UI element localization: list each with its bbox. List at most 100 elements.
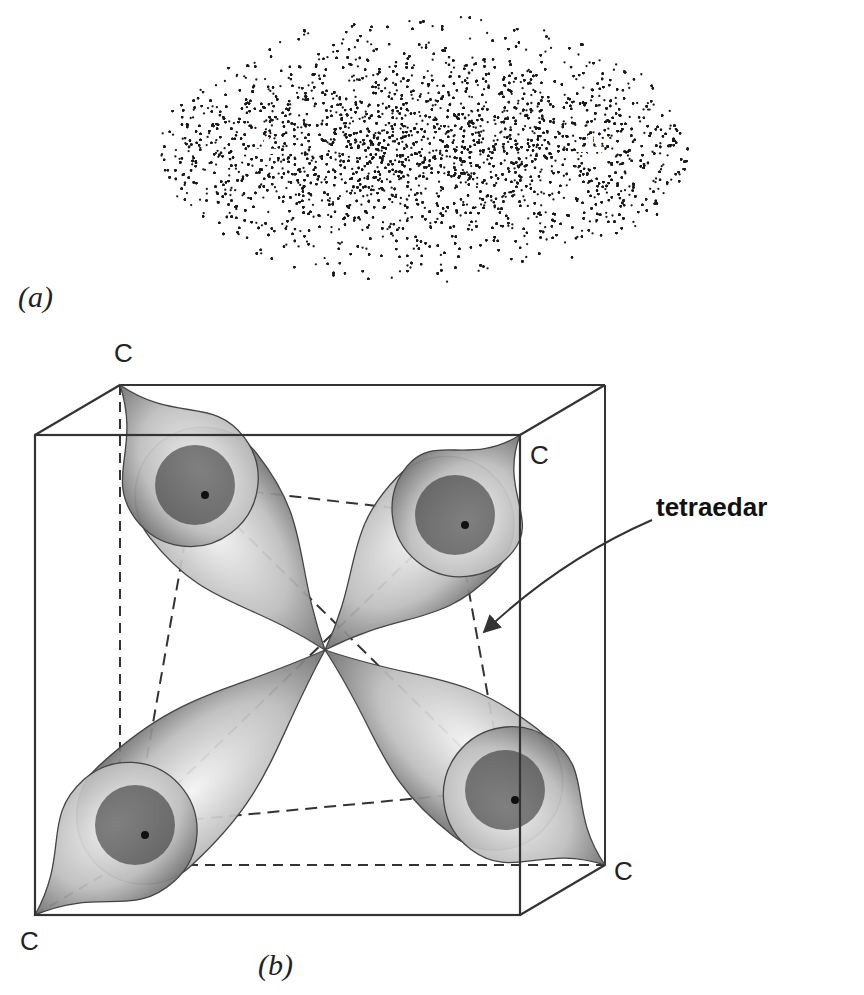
stipple-dot — [420, 192, 422, 194]
stipple-dot — [391, 112, 393, 114]
stipple-dot — [216, 150, 218, 152]
stipple-dot — [190, 204, 192, 206]
stipple-dot — [466, 77, 468, 79]
stipple-dot — [536, 105, 538, 107]
stipple-dot — [511, 227, 513, 229]
stipple-dot — [501, 196, 503, 198]
stipple-dot — [245, 77, 247, 79]
stipple-dot — [433, 136, 435, 138]
stipple-dot — [525, 157, 527, 159]
stipple-dot — [493, 119, 495, 121]
stipple-dot — [199, 198, 201, 200]
stipple-dot — [545, 238, 547, 240]
stipple-dot — [487, 84, 489, 86]
stipple-dot — [569, 179, 571, 181]
stipple-dot — [467, 179, 469, 181]
stipple-dot — [297, 126, 299, 128]
stipple-dot — [527, 217, 529, 219]
stipple-dot — [428, 152, 430, 154]
stipple-dot — [551, 170, 553, 172]
stipple-dot — [230, 189, 232, 191]
stipple-dot — [563, 120, 565, 122]
stipple-dot — [396, 89, 398, 91]
stipple-dot — [365, 248, 367, 250]
stipple-dot — [588, 61, 590, 63]
stipple-dot — [234, 189, 236, 191]
stipple-dot — [400, 197, 402, 199]
stipple-dot — [313, 105, 315, 107]
stipple-dot — [554, 160, 556, 162]
stipple-dot — [306, 240, 308, 242]
stipple-dot — [450, 71, 452, 73]
stipple-dot — [377, 87, 379, 89]
stipple-dot — [236, 74, 238, 76]
stipple-dot — [649, 188, 651, 190]
stipple-dot — [261, 224, 263, 226]
stipple-dot — [229, 194, 231, 196]
stipple-dot — [172, 134, 174, 136]
stipple-dot — [544, 226, 546, 228]
stipple-dot — [307, 32, 309, 34]
stipple-dot — [275, 190, 277, 192]
stipple-dot — [630, 204, 632, 206]
stipple-dot — [202, 168, 204, 170]
stipple-dot — [480, 203, 482, 205]
stipple-dot — [483, 161, 485, 163]
stipple-dot — [215, 152, 217, 154]
stipple-dot — [563, 146, 565, 148]
stipple-dot — [563, 175, 565, 177]
stipple-dot — [396, 149, 398, 151]
stipple-dot — [299, 184, 301, 186]
stipple-dot — [312, 245, 314, 247]
stipple-dot — [517, 102, 519, 104]
stipple-dot — [334, 152, 336, 154]
stipple-dot — [530, 94, 532, 96]
stipple-dot — [494, 135, 496, 137]
stipple-dot — [525, 109, 527, 111]
stipple-dot — [634, 225, 636, 227]
stipple-dot — [647, 102, 649, 104]
stipple-dot — [563, 197, 565, 199]
stipple-dot — [427, 92, 429, 94]
stipple-dot — [354, 192, 356, 194]
electron-cloud — [160, 16, 688, 283]
stipple-dot — [297, 245, 299, 247]
stipple-dot — [425, 44, 427, 46]
stipple-dot — [299, 230, 301, 232]
stipple-dot — [300, 126, 302, 128]
stipple-dot — [224, 80, 226, 82]
stipple-dot — [351, 76, 353, 78]
stipple-dot — [511, 223, 513, 225]
stipple-dot — [628, 158, 630, 160]
stipple-dot — [632, 221, 634, 223]
stipple-dot — [443, 172, 445, 174]
stipple-dot — [485, 183, 487, 185]
stipple-dot — [368, 224, 370, 226]
stipple-dot — [485, 101, 487, 103]
stipple-dot — [520, 81, 522, 83]
stipple-dot — [410, 189, 412, 191]
stipple-dot — [386, 228, 388, 230]
stipple-dot — [285, 225, 287, 227]
stipple-dot — [436, 192, 438, 194]
stipple-dot — [539, 222, 541, 224]
stipple-dot — [666, 154, 668, 156]
stipple-dot — [539, 179, 541, 181]
stipple-dot — [338, 152, 340, 154]
stipple-dot — [260, 183, 262, 185]
stipple-dot — [470, 165, 472, 167]
stipple-dot — [186, 192, 188, 194]
stipple-dot — [351, 190, 353, 192]
stipple-dot — [484, 61, 486, 63]
stipple-dot — [421, 139, 423, 141]
stipple-dot — [475, 127, 477, 129]
stipple-dot — [301, 152, 303, 154]
stipple-dot — [246, 106, 248, 108]
stipple-dot — [490, 199, 492, 201]
stipple-dot — [659, 142, 661, 144]
stipple-dot — [215, 163, 217, 165]
stipple-dot — [205, 144, 207, 146]
stipple-dot — [654, 181, 656, 183]
stipple-dot — [566, 184, 568, 186]
stipple-dot — [506, 110, 508, 112]
